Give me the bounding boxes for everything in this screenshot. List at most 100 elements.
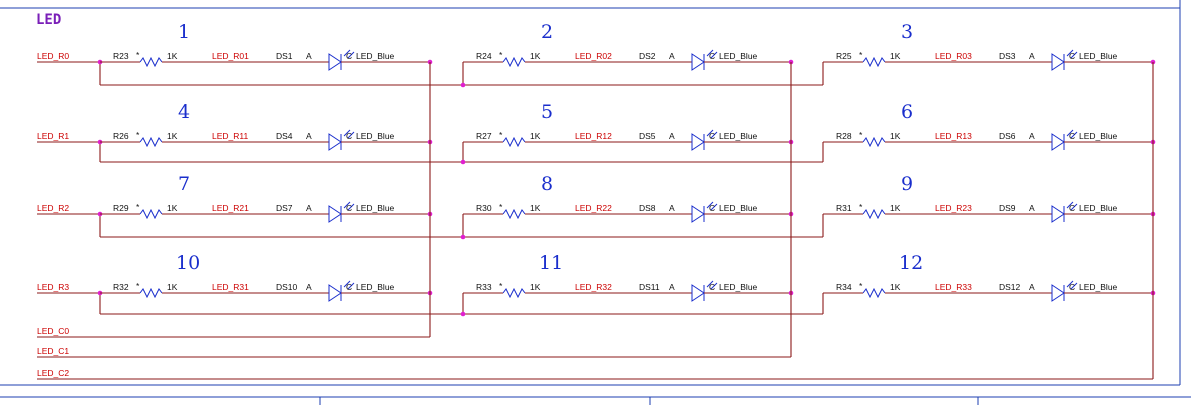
cell-number: 10 — [176, 252, 200, 274]
led-designator: DS2 — [639, 51, 656, 61]
led-designator: DS3 — [999, 51, 1016, 61]
cell-net-label: LED_R12 — [575, 131, 612, 141]
junction-dot — [460, 159, 466, 165]
cell-number: 1 — [178, 21, 190, 43]
resistor-symbol — [139, 287, 163, 299]
resistor-value: 1K — [167, 51, 178, 61]
led-ray — [1066, 129, 1074, 137]
led-symbol — [1051, 205, 1065, 223]
led-cathode-pin: C — [1069, 131, 1075, 141]
cell-number: 3 — [901, 21, 913, 43]
led-symbol — [328, 205, 342, 223]
led-ray — [343, 129, 351, 137]
resistor-symbol — [502, 208, 526, 220]
led-cathode-pin: C — [346, 203, 352, 213]
resistor-designator: R26 — [113, 131, 129, 141]
led-anode-pin: A — [669, 131, 675, 141]
resistor-asterisk: * — [499, 281, 503, 291]
cell-number: 2 — [541, 21, 553, 43]
led-ray — [1066, 49, 1074, 57]
resistor-symbol — [862, 56, 886, 68]
resistor-asterisk: * — [859, 202, 863, 212]
resistor-designator: R29 — [113, 203, 129, 213]
resistor-asterisk: * — [859, 281, 863, 291]
resistor-asterisk: * — [136, 281, 140, 291]
led-ray — [343, 201, 351, 209]
resistor-symbol — [502, 56, 526, 68]
cell-net-label: LED_R02 — [575, 51, 612, 61]
resistor-symbol — [862, 287, 886, 299]
led-designator: DS11 — [639, 282, 660, 292]
led-cathode-pin: C — [346, 282, 352, 292]
resistor-asterisk: * — [499, 50, 503, 60]
led-ray — [710, 131, 718, 139]
led-cathode-pin: C — [1069, 51, 1075, 61]
resistor-asterisk: * — [136, 50, 140, 60]
led-symbol — [691, 53, 705, 71]
cell-net-label: LED_R03 — [935, 51, 972, 61]
led-part-name: LED_Blue — [719, 282, 758, 292]
led-ray — [1066, 280, 1074, 288]
resistor-value: 1K — [890, 51, 901, 61]
cell-number: 8 — [541, 173, 553, 195]
resistor-asterisk: * — [499, 202, 503, 212]
led-designator: DS10 — [276, 282, 298, 292]
column-net-label: LED_C2 — [37, 368, 69, 378]
resistor-asterisk: * — [136, 202, 140, 212]
led-symbol — [691, 284, 705, 302]
led-anode-pin: A — [306, 131, 312, 141]
resistor-value: 1K — [890, 131, 901, 141]
led-ray — [343, 280, 351, 288]
resistor-designator: R33 — [476, 282, 492, 292]
resistor-value: 1K — [890, 282, 901, 292]
resistor-symbol — [862, 136, 886, 148]
resistor-value: 1K — [167, 203, 178, 213]
led-part-name: LED_Blue — [1079, 131, 1118, 141]
led-cathode-pin: C — [709, 282, 715, 292]
column-net-label: LED_C1 — [37, 346, 69, 356]
resistor-value: 1K — [530, 131, 541, 141]
led-symbol — [691, 133, 705, 151]
resistor-symbol — [502, 136, 526, 148]
led-ray — [347, 131, 355, 139]
cell-number: 7 — [178, 173, 190, 195]
resistor-symbol — [862, 208, 886, 220]
cell-net-label: LED_R33 — [935, 282, 972, 292]
resistor-value: 1K — [167, 131, 178, 141]
led-designator: DS6 — [999, 131, 1016, 141]
led-designator: DS9 — [999, 203, 1016, 213]
led-ray — [710, 51, 718, 59]
cell-number: 9 — [901, 173, 913, 195]
cell-net-label: LED_R21 — [212, 203, 249, 213]
led-ray — [706, 129, 714, 137]
cell-number: 6 — [901, 101, 913, 123]
led-ray — [1070, 131, 1078, 139]
led-designator: DS1 — [276, 51, 293, 61]
led-cathode-pin: C — [709, 51, 715, 61]
resistor-asterisk: * — [136, 130, 140, 140]
led-symbol — [328, 53, 342, 71]
led-symbol — [328, 284, 342, 302]
cell-net-label: LED_R22 — [575, 203, 612, 213]
cell-net-label: LED_R13 — [935, 131, 972, 141]
led-part-name: LED_Blue — [1079, 203, 1118, 213]
led-cathode-pin: C — [1069, 282, 1075, 292]
row-net-label: LED_R0 — [37, 51, 69, 61]
led-designator: DS7 — [276, 203, 293, 213]
led-designator: DS8 — [639, 203, 656, 213]
led-part-name: LED_Blue — [719, 131, 758, 141]
led-ray — [347, 51, 355, 59]
led-ray — [1070, 51, 1078, 59]
led-part-name: LED_Blue — [356, 131, 395, 141]
led-ray — [347, 203, 355, 211]
led-ray — [706, 280, 714, 288]
led-part-name: LED_Blue — [1079, 282, 1118, 292]
cell-number: 12 — [899, 252, 923, 274]
junction-dot — [460, 234, 466, 240]
resistor-designator: R23 — [113, 51, 129, 61]
cell-net-label: LED_R11 — [212, 131, 248, 141]
led-part-name: LED_Blue — [356, 282, 395, 292]
led-cathode-pin: C — [709, 203, 715, 213]
resistor-symbol — [139, 56, 163, 68]
sheet-title: LED — [36, 12, 61, 28]
